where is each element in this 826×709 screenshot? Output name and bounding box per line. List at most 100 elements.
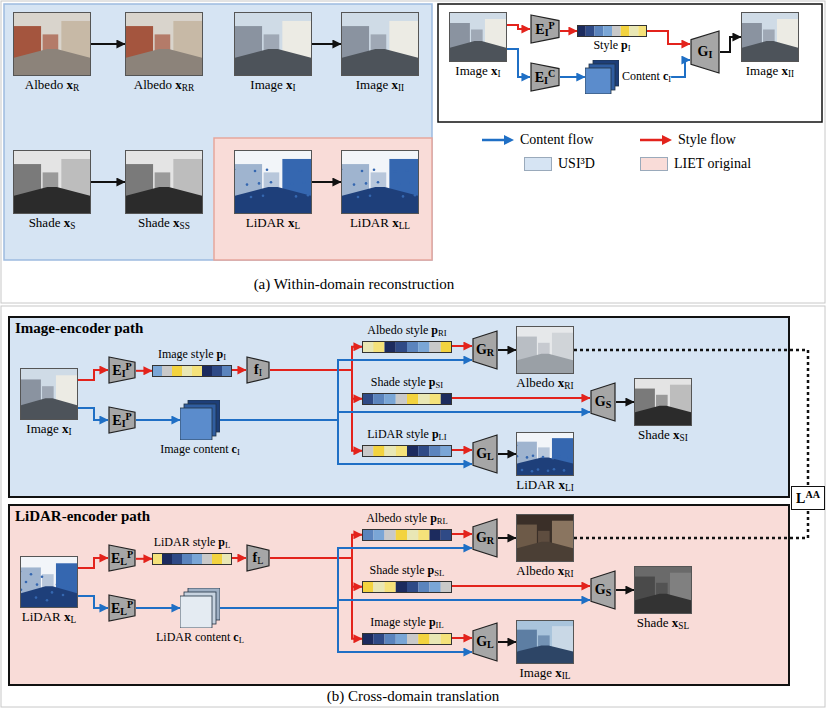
text-run: p xyxy=(217,347,224,361)
image-thumbnail: Shade xSL xyxy=(634,566,692,632)
node-label: Albedo style pRL xyxy=(366,512,448,527)
flow-arrow xyxy=(498,349,516,351)
text-run: Image style xyxy=(158,347,217,361)
flow-arrow xyxy=(136,370,152,372)
path-panel: LiDAR-encoder pathLiDAR xLELPLiDAR style… xyxy=(8,504,790,686)
text-run: L xyxy=(796,491,805,506)
encoder-block: EIC xyxy=(530,62,560,92)
node-label: fL xyxy=(253,550,264,567)
style-vector: Shade style pSI xyxy=(362,376,452,407)
image-thumbnail: Shade xSS xyxy=(125,150,203,232)
node-label: Shade style pSL xyxy=(370,564,445,579)
node-label: EIP xyxy=(535,20,554,38)
text-run: SI xyxy=(436,380,444,390)
generator-block: GS xyxy=(590,570,616,610)
node-label: GR xyxy=(476,530,494,547)
node-label: Image xII xyxy=(356,78,404,94)
text-run: E xyxy=(535,21,544,36)
node-label: ELP xyxy=(111,549,133,567)
loss-box: LAA xyxy=(791,486,825,510)
feature-stack xyxy=(180,400,220,440)
text-run: LiDAR style xyxy=(154,535,219,549)
panel-frame xyxy=(1,1,825,303)
node-label: Shade xSS xyxy=(138,216,190,232)
text-run: f xyxy=(253,550,258,565)
flow-arrow xyxy=(220,412,590,420)
flow-arrow xyxy=(136,419,180,421)
legend-text: Content flow xyxy=(520,132,594,148)
flow-arrow xyxy=(270,558,362,639)
text-run: I xyxy=(223,352,226,362)
node-label: Image style pIL xyxy=(370,616,444,631)
style-vector: Albedo style pRI xyxy=(362,324,452,355)
scene-picture xyxy=(234,12,312,76)
text-run: Image xyxy=(26,421,62,436)
scene-picture xyxy=(634,566,692,614)
text-run: L xyxy=(295,221,301,231)
mapping-block: fI xyxy=(246,356,270,384)
inset-frame xyxy=(438,4,822,122)
text-run: Shade style xyxy=(370,563,428,577)
text-run: LiDAR xyxy=(246,215,288,230)
scene-picture xyxy=(516,514,574,562)
scene-picture xyxy=(20,368,78,420)
encoder-block: ELP xyxy=(108,544,136,572)
legend-text: USI³D xyxy=(558,156,595,172)
text-run: Content xyxy=(622,69,663,83)
encoder-block: EIP xyxy=(530,14,560,44)
text-run: SI xyxy=(680,433,688,443)
text-run: Albedo xyxy=(25,77,67,92)
text-run: G xyxy=(595,582,606,597)
text-run: p xyxy=(621,38,628,52)
text-run: x xyxy=(64,609,71,624)
text-run: II xyxy=(398,83,404,93)
style-vector: LiDAR style pLI xyxy=(362,428,452,459)
legend-line-sample xyxy=(640,134,672,146)
image-thumbnail: Image xII xyxy=(741,12,799,80)
legend-swatch xyxy=(640,157,668,171)
image-thumbnail: Shade xS xyxy=(13,150,91,232)
image-thumbnail: Albedo xR xyxy=(13,12,91,94)
vector-bar xyxy=(362,529,452,541)
style-vector: Shade style pSL xyxy=(362,564,452,595)
flow-arrow xyxy=(91,181,125,183)
text-run: p xyxy=(431,323,438,337)
text-run: RI xyxy=(438,328,447,338)
flow-arrow xyxy=(220,420,472,464)
node-label: LiDAR-encoder path xyxy=(15,508,150,525)
text-run: P xyxy=(126,361,132,372)
text-run: Albedo xyxy=(516,563,558,578)
scene-picture xyxy=(125,150,203,214)
image-thumbnail: Albedo xRI xyxy=(516,514,574,580)
text-run: I xyxy=(259,367,262,378)
node-label: Image style pI xyxy=(158,348,226,363)
flow-arrow xyxy=(91,43,125,45)
scene-picture xyxy=(341,150,419,214)
path-panel: Image-encoder pathImage xIEIPImage style… xyxy=(8,316,790,498)
vector-bar xyxy=(362,581,452,593)
text-run: Image content xyxy=(160,442,231,456)
text-run: AA xyxy=(805,489,820,500)
node-label: GS xyxy=(595,394,612,411)
vector-bar xyxy=(362,445,452,457)
flow-arrow xyxy=(498,537,516,539)
node-label: GL xyxy=(476,634,494,651)
node-label: GI xyxy=(698,44,713,61)
content-feature: Image content cI xyxy=(160,400,240,458)
flow-arrow xyxy=(452,533,472,535)
style-vector: Style pI xyxy=(577,23,647,54)
scene-picture xyxy=(741,12,799,62)
node-label: GL xyxy=(476,446,494,463)
text-run: LI xyxy=(565,483,574,493)
text-run: Shade style xyxy=(371,375,429,389)
flow-arrow xyxy=(270,347,362,370)
text-run: R xyxy=(73,83,79,93)
text-run: P xyxy=(127,599,133,610)
text-run: G xyxy=(476,530,487,545)
vector-bar xyxy=(152,553,232,565)
text-run: Style xyxy=(593,38,621,52)
text-run: I xyxy=(628,43,631,53)
flow-arrow xyxy=(270,370,362,451)
text-run: p xyxy=(429,615,436,629)
